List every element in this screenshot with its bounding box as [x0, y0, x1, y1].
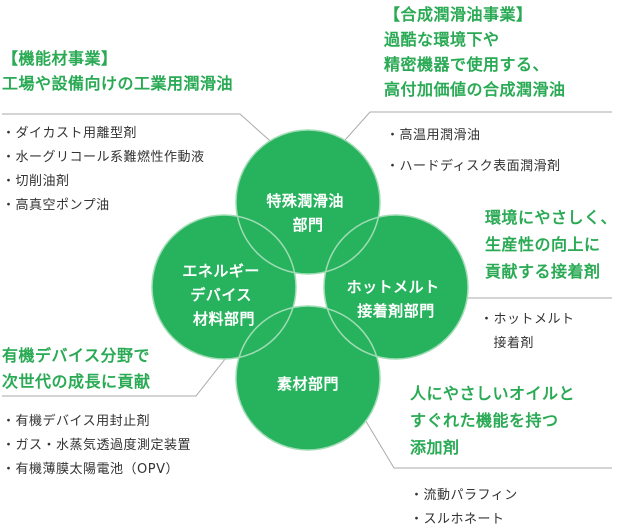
circle-bottom-label: 素材部門	[277, 375, 339, 393]
hotmelt-heading-line: 環境にやさしく、	[485, 208, 618, 227]
list-item: ・ガス・水蒸気透過度測定装置	[2, 438, 192, 453]
connector-machine	[2, 113, 279, 149]
circle-bottom-outline	[235, 305, 381, 451]
machine-heading-line: 工場や設備向けの工業用潤滑油	[2, 74, 234, 93]
synthetic-heading-line: 精密機器で使用する、	[384, 55, 550, 74]
circle-right-label: ホットメルト 接着剤部門	[347, 278, 446, 320]
synthetic-heading: 【合成潤滑油事業】 過酷な環境下や 精密機器で使用する、 高付加価値の合成潤滑油	[384, 2, 566, 102]
organic-items: ・有機デバイス用封止剤 ・ガス・水蒸気透過度測定装置 ・有機薄膜太陽電池（OPV…	[2, 410, 191, 482]
circle-left-label: エネルギー デバイス 材料部門	[182, 262, 265, 328]
hotmelt-items: ・ホットメルト 接着剤	[480, 308, 575, 356]
list-item: ・高温用潤滑油	[386, 128, 481, 143]
connector-synthetic	[337, 111, 612, 149]
list-item: ・ダイカスト用離型剤	[2, 126, 138, 141]
list-item: ・有機薄膜太陽電池（OPV）	[2, 462, 179, 477]
circle-left	[152, 215, 296, 359]
synthetic-heading-line: 【合成潤滑油事業】	[384, 5, 533, 24]
machine-heading-line: 【機能材事業】	[2, 49, 118, 68]
organic-heading-line: 有機デバイス分野で	[2, 346, 151, 365]
synthetic-items: ・高温用潤滑油 ・ハードディスク表面潤滑剤	[386, 124, 561, 179]
materials-heading: 人にやさしいオイルと すぐれた機能を持つ 添加剤	[410, 380, 575, 461]
list-item: ・流動パラフィン	[410, 488, 518, 503]
circle-top-label: 特殊潤滑油 部門	[266, 192, 349, 234]
materials-heading-line: 人にやさしいオイルと	[410, 384, 576, 403]
circle-top-outline	[235, 129, 381, 275]
list-item: 接着剤	[480, 336, 535, 351]
materials-items: ・流動パラフィン ・スルホネート	[410, 484, 518, 532]
hotmelt-heading-line: 生産性の向上に	[485, 235, 601, 254]
list-item: ・ハードディスク表面潤滑剤	[386, 159, 561, 174]
circle-right-outline	[323, 214, 469, 360]
list-item: ・スルホネート	[410, 512, 505, 527]
list-item: ・切削油剤	[2, 174, 70, 189]
machine-heading: 【機能材事業】 工場や設備向けの工業用潤滑油	[2, 46, 233, 96]
hotmelt-heading-line: 貢献する接着剤	[485, 262, 601, 281]
circle-bottom	[236, 306, 380, 450]
materials-heading-line: 添加剤	[410, 438, 460, 457]
machine-items: ・ダイカスト用離型剤 ・水ーグリコール系難燃性作動液 ・切削油剤 ・高真空ポンプ…	[2, 122, 205, 218]
connector-materials	[363, 417, 612, 469]
synthetic-heading-line: 過酷な環境下や	[384, 30, 500, 49]
list-item: ・高真空ポンプ油	[2, 198, 110, 213]
list-item: ・有機デバイス用封止剤	[2, 414, 151, 429]
synthetic-heading-line: 高付加価値の合成潤滑油	[384, 80, 566, 99]
materials-heading-line: すぐれた機能を持つ	[410, 411, 559, 430]
list-item: ・ホットメルト	[480, 312, 575, 327]
organic-heading: 有機デバイス分野で 次世代の成長に貢献	[2, 343, 151, 395]
organic-heading-line: 次世代の成長に貢献	[2, 372, 151, 391]
hotmelt-heading: 環境にやさしく、 生産性の向上に 貢献する接着剤	[485, 204, 617, 285]
list-item: ・水ーグリコール系難燃性作動液	[2, 150, 205, 165]
circle-left-outline	[151, 214, 297, 360]
